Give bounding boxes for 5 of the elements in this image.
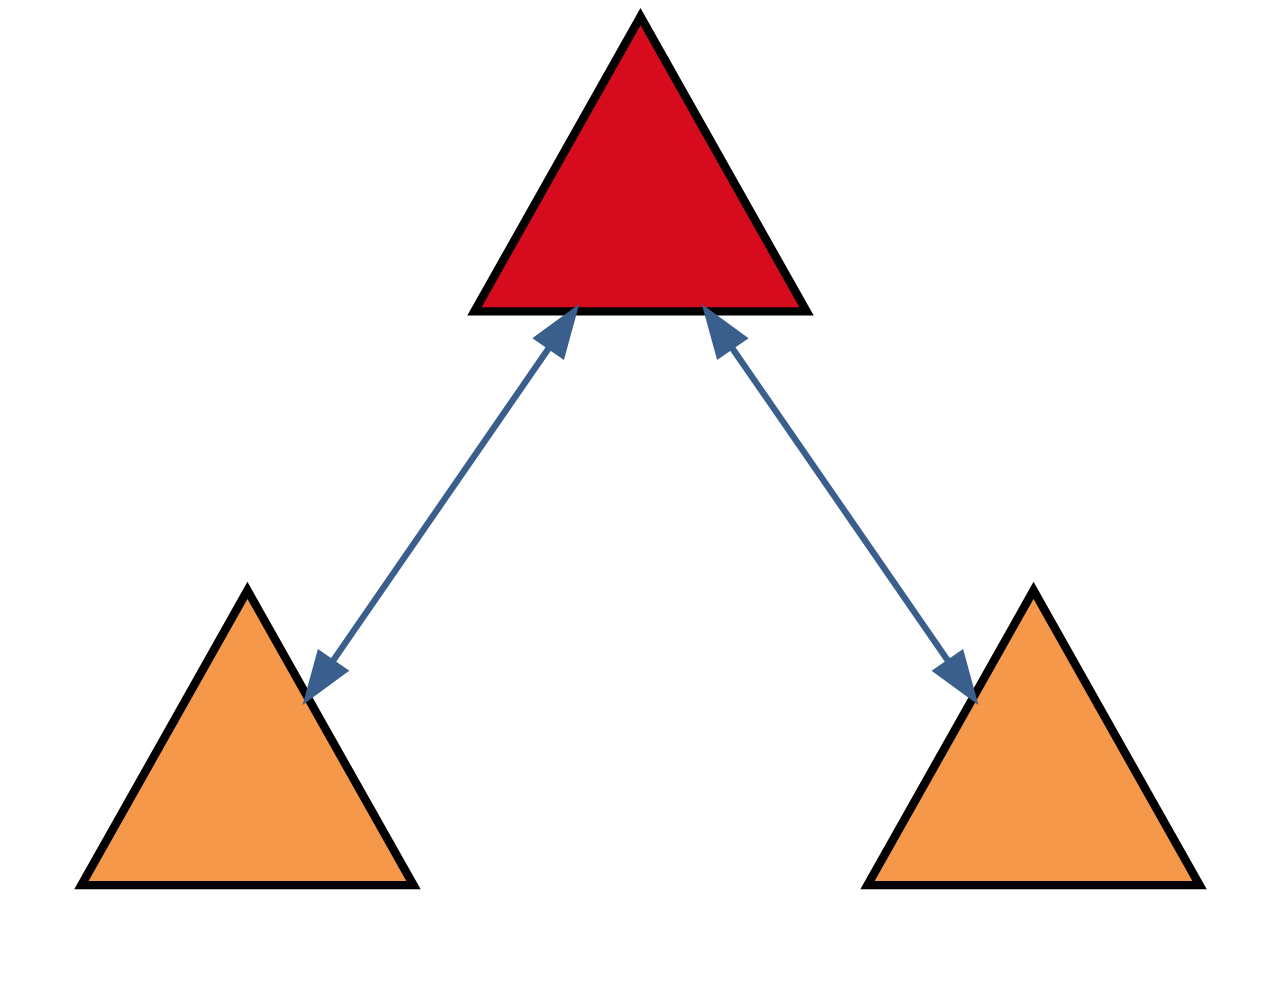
node-triangle	[466, 8, 814, 316]
node-triangle	[73, 581, 421, 890]
arrow	[302, 303, 579, 705]
node-triangle	[859, 581, 1207, 890]
arrow	[701, 303, 978, 705]
